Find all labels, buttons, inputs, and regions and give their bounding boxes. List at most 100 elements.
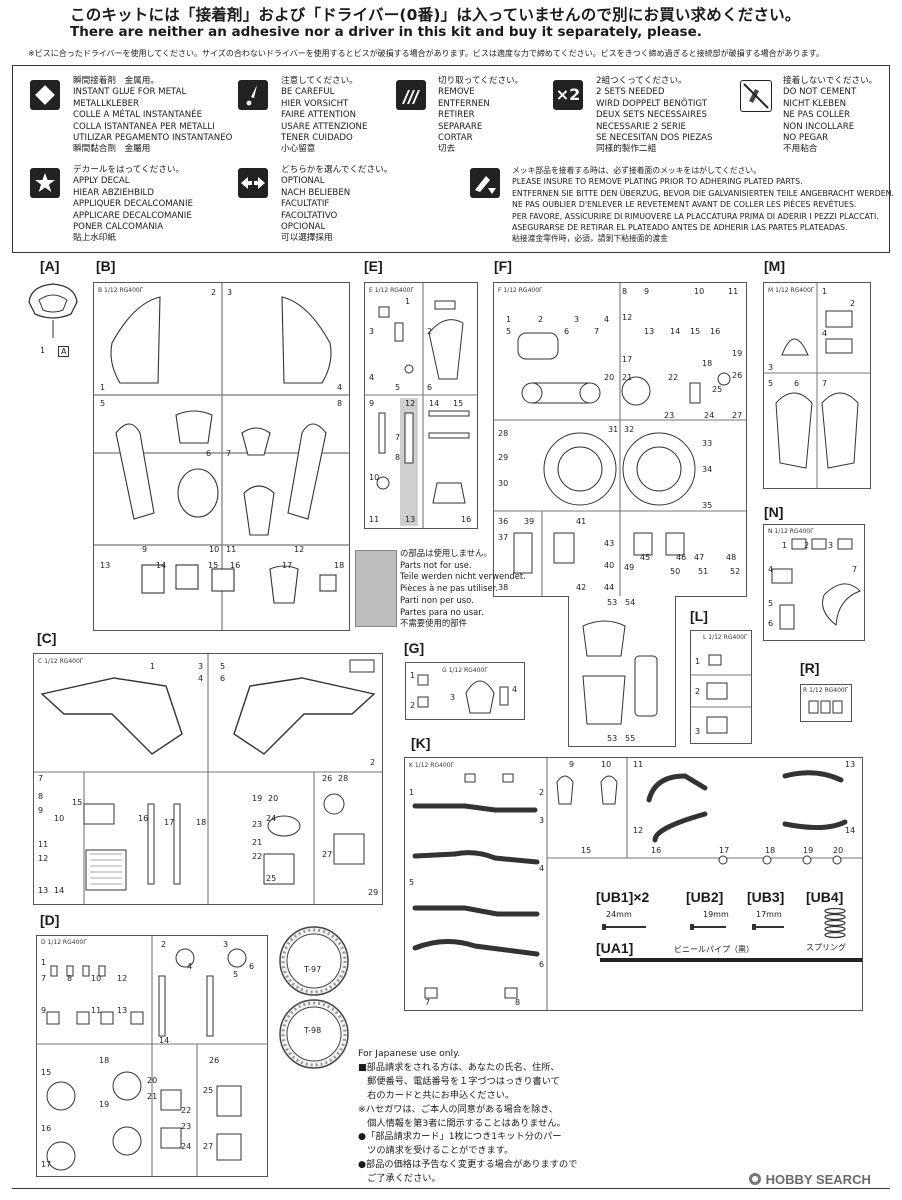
part-a-letter: A <box>58 346 70 357</box>
part-number: 30 <box>498 479 509 488</box>
part-number: 7 <box>38 774 44 783</box>
part-number: 33 <box>702 439 713 448</box>
part-number: 22 <box>668 373 679 382</box>
part-number: 22 <box>252 852 263 861</box>
runner-tag: F 1/12 RG400Γ <box>498 287 543 294</box>
vinyl-pipe-icon <box>600 958 862 962</box>
part-number: 43 <box>604 539 615 548</box>
front-tire-icon <box>279 999 349 1069</box>
part-number: 8 <box>337 399 343 408</box>
part-number: 5 <box>506 327 512 336</box>
not-for-use-note: の部品は使用しません。Parts not for use.Teile werde… <box>400 548 526 629</box>
part-number: 15 <box>41 1068 52 1077</box>
part-number: 28 <box>338 774 349 783</box>
part-number: 3 <box>695 727 701 736</box>
part-number: 1 <box>822 287 828 296</box>
part-number: 7 <box>425 998 431 1007</box>
part-number: 25 <box>266 874 277 883</box>
section-label-c: [C] <box>37 630 57 646</box>
part-number: 1 <box>405 297 411 306</box>
part-number: 9 <box>369 399 375 408</box>
runner-c: C 1/12 RG400Γ 1 3 5 4 6 2 7 8 9 10 11 12… <box>33 653 383 905</box>
part-number: 3 <box>574 315 580 324</box>
section-label-f: [F] <box>494 258 512 274</box>
part-number: 24 <box>266 814 277 823</box>
runner-b: B 1/12 RG400Γ 2 3 1 4 5 8 6 7 9 10 11 12… <box>93 282 350 631</box>
runner-tag: N 1/12 RG400Γ <box>768 528 814 535</box>
part-number: 47 <box>694 553 705 562</box>
part-number: 4 <box>512 685 518 694</box>
part-number: 11 <box>91 1006 102 1015</box>
header-note: ※ビスに合ったドライバーを使用してください。サイズの合わないドライバーを使用する… <box>28 49 824 58</box>
part-number: 20 <box>604 373 615 382</box>
part-number: 3 <box>828 541 834 550</box>
part-number: 13 <box>845 760 856 769</box>
part-number: 53 <box>607 734 618 743</box>
part-number: 4 <box>822 329 828 338</box>
part-number: 18 <box>765 846 776 855</box>
part-number: 23 <box>252 820 263 829</box>
part-number: 6 <box>794 379 800 388</box>
part-number: 1 <box>150 662 156 671</box>
part-number: 10 <box>601 760 612 769</box>
part-number: 51 <box>698 567 709 576</box>
part-number: 15 <box>690 327 701 336</box>
part-number: 48 <box>726 553 737 562</box>
part-number: 39 <box>524 517 535 526</box>
part-number: 9 <box>569 760 575 769</box>
part-number: 1 <box>695 657 701 666</box>
part-number: 3 <box>198 662 204 671</box>
runner-tag: C 1/12 RG400Γ <box>38 658 84 665</box>
part-number: 3 <box>227 288 233 297</box>
part-number: 6 <box>768 619 774 628</box>
part-number: 3 <box>450 693 456 702</box>
part-number: 2 <box>539 788 545 797</box>
part-number: 32 <box>624 425 635 434</box>
part-number: 10 <box>91 974 102 983</box>
part-number: 44 <box>604 583 615 592</box>
plating-icon <box>470 168 500 198</box>
part-number: 55 <box>625 734 636 743</box>
part-number: 8 <box>38 792 44 801</box>
part-number: 13 <box>644 327 655 336</box>
part-number: 20 <box>268 794 279 803</box>
part-number: 10 <box>54 814 65 823</box>
part-number: 24 <box>704 411 715 420</box>
part-number: 11 <box>633 760 644 769</box>
part-number: 19 <box>803 846 814 855</box>
caution-drop-icon <box>238 80 268 110</box>
part-number: 37 <box>498 533 509 542</box>
part-number: 7 <box>852 565 858 574</box>
header-divider <box>12 65 890 66</box>
part-number: 45 <box>640 553 651 562</box>
part-number: 16 <box>651 846 662 855</box>
runner-f-lower: 53 54 53 55 <box>568 596 676 747</box>
part-number: 14 <box>670 327 681 336</box>
part-number: 8 <box>67 974 73 983</box>
part-number: 27 <box>732 411 743 420</box>
part-number: 46 <box>676 553 687 562</box>
part-number: 21 <box>622 373 633 382</box>
part-number: 15 <box>581 846 592 855</box>
part-number: 27 <box>322 850 333 859</box>
part-number: 42 <box>576 583 587 592</box>
part-number: 1 <box>506 315 512 324</box>
part-number: 17 <box>164 818 175 827</box>
runner-tag: E 1/12 RG400Γ <box>369 287 414 294</box>
part-number: 49 <box>624 563 635 572</box>
part-number: 11 <box>369 515 380 524</box>
part-number: 21 <box>252 838 263 847</box>
no-cement-icon <box>740 80 772 112</box>
part-number: 13 <box>38 886 49 895</box>
not-for-use-swatch <box>355 550 397 627</box>
part-number: 5 <box>395 383 401 392</box>
part-number: 12 <box>117 974 128 983</box>
part-number: 4 <box>768 565 774 574</box>
part-number: 16 <box>461 515 472 524</box>
part-number: 40 <box>604 561 615 570</box>
part-number: 6 <box>427 383 433 392</box>
part-number: 26 <box>209 1056 220 1065</box>
part-number: 27 <box>203 1142 214 1151</box>
runner-g: G 1/12 RG400Γ 1 2 3 4 <box>405 662 525 720</box>
